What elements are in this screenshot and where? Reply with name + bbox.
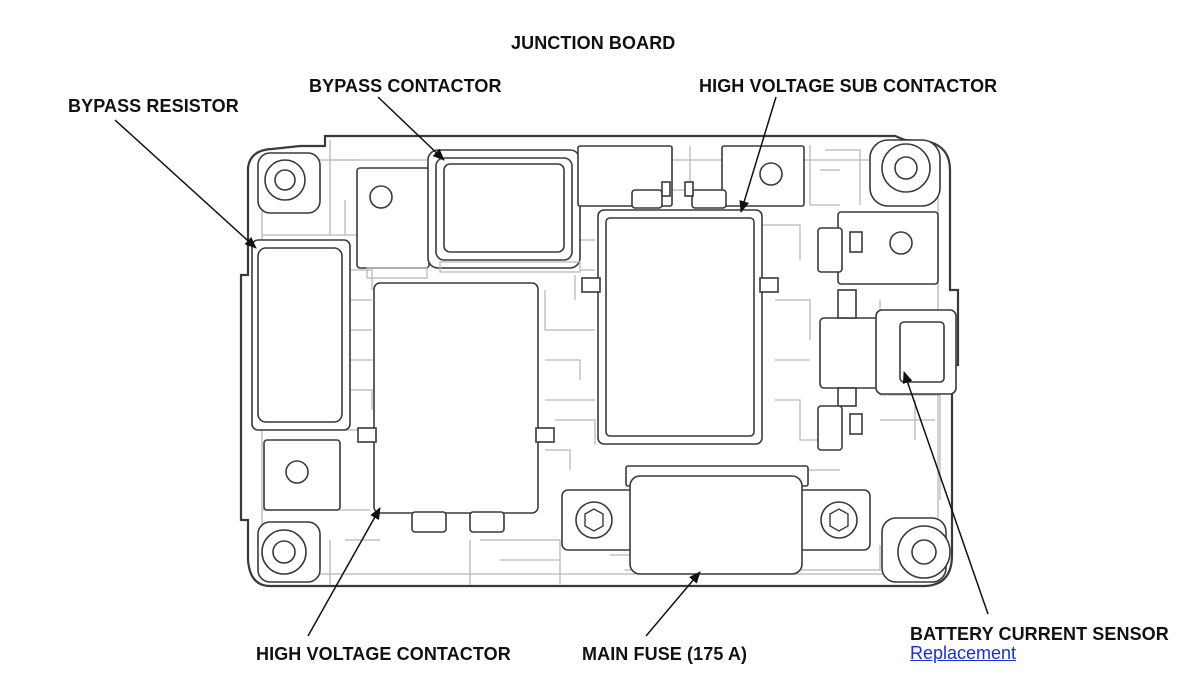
diagram-title: JUNCTION BOARD <box>511 33 676 53</box>
terminal-strip-top-right <box>577 145 805 209</box>
leader-bypass-resistor <box>114 119 257 249</box>
leader-main-fuse <box>645 571 701 637</box>
replacement-link[interactable]: Replacement <box>910 643 1017 663</box>
mounting-boss-bottom-left <box>257 521 321 583</box>
leader-hv-contactor <box>307 507 381 637</box>
terminal-block-bottom <box>263 439 341 511</box>
label-high-voltage-sub-contactor: HIGH VOLTAGE SUB CONTACTOR <box>699 76 998 96</box>
leader-battery-current-sensor <box>902 371 989 615</box>
mounting-boss-top-left <box>257 152 321 214</box>
leader-bypass-contactor <box>377 96 445 161</box>
label-main-fuse: MAIN FUSE (175 A) <box>582 644 748 664</box>
high-voltage-sub-contactor <box>581 209 779 445</box>
mounting-boss-top-right <box>869 139 941 207</box>
high-voltage-contactor <box>357 282 555 533</box>
label-bypass-resistor: BYPASS RESISTOR <box>68 96 239 116</box>
leader-lines <box>114 96 989 637</box>
label-bypass-contactor: BYPASS CONTACTOR <box>309 76 502 96</box>
label-battery-current-sensor: BATTERY CURRENT SENSOR <box>910 624 1169 644</box>
terminal-block-top <box>356 167 430 279</box>
leader-hv-sub-contactor <box>739 96 777 213</box>
bypass-contactor <box>427 149 581 273</box>
label-high-voltage-contactor: HIGH VOLTAGE CONTACTOR <box>256 644 511 664</box>
mounting-boss-bottom-right <box>881 517 951 583</box>
bypass-resistor <box>251 239 351 431</box>
main-fuse <box>561 465 871 575</box>
battery-current-sensor <box>817 211 957 451</box>
